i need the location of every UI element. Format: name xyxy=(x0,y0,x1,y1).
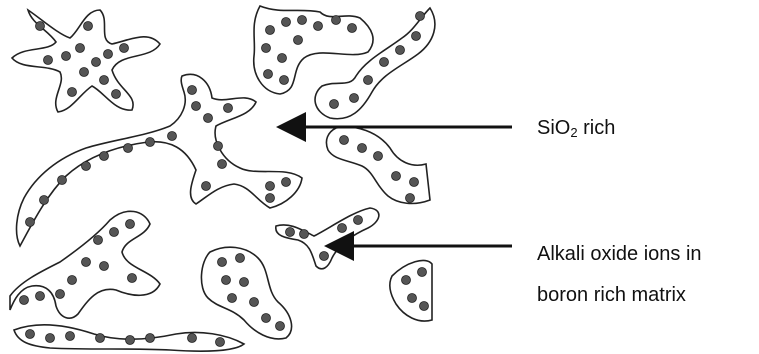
sio2-label-prefix: SiO xyxy=(537,117,570,139)
alkali-oxide-label-line1: Alkali oxide ions in xyxy=(537,244,702,264)
alkali-oxide-label-line2: boron rich matrix xyxy=(537,285,686,305)
boron-rich-phase-region xyxy=(276,208,379,269)
boron-rich-phase-region xyxy=(254,6,373,94)
sio2-label-suffix: rich xyxy=(578,117,616,139)
alkali-ion-dots xyxy=(20,12,429,347)
sio2-rich-label: SiO2 rich xyxy=(537,118,615,139)
sio2-label-subscript: 2 xyxy=(570,125,577,140)
boron-rich-phase-region xyxy=(17,74,302,246)
micrograph-region xyxy=(10,6,435,351)
